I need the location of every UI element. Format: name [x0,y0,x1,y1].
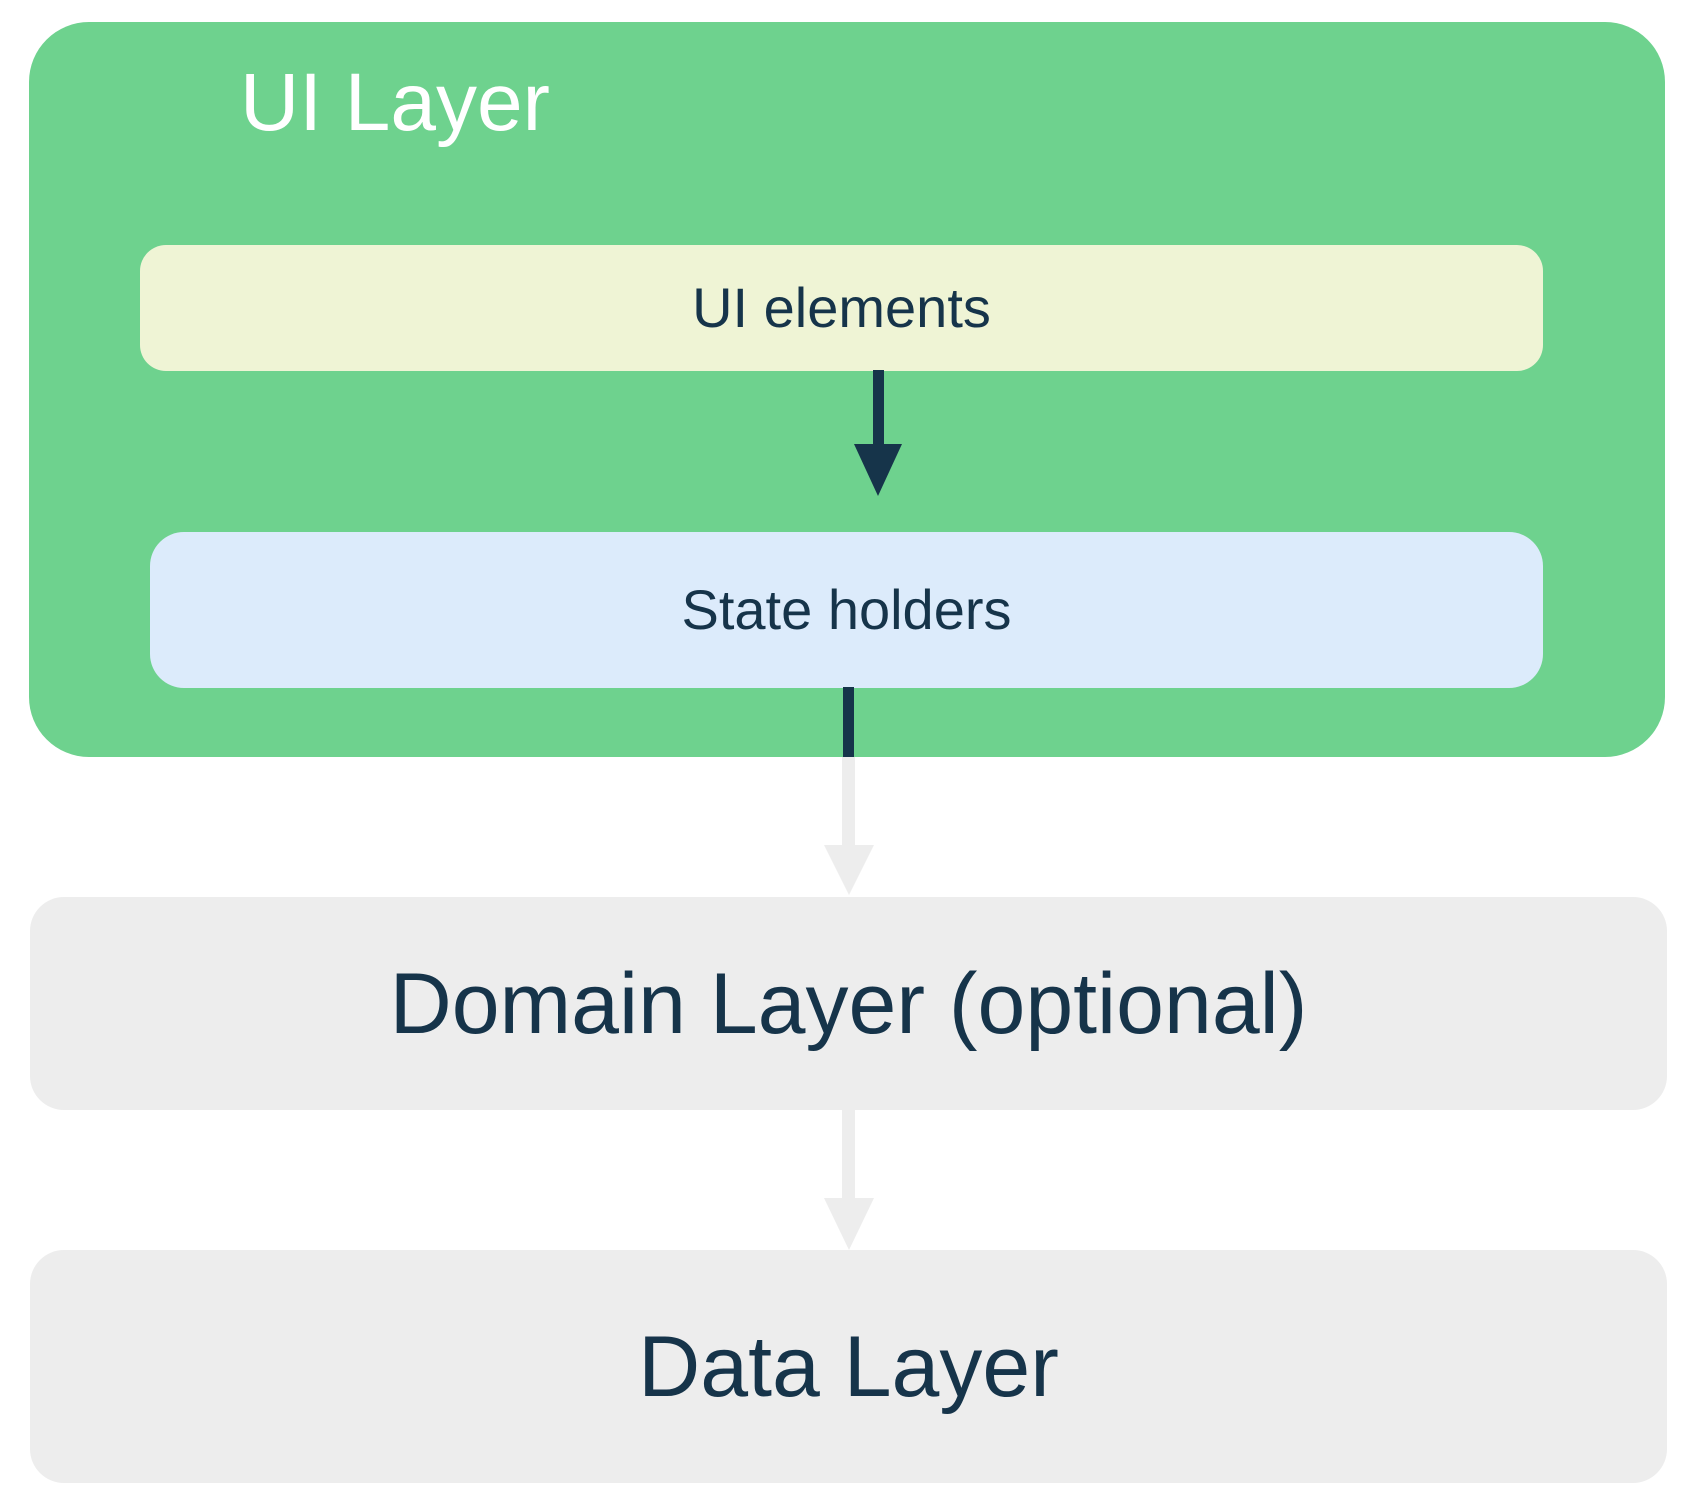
ui-layer-container: UI Layer UI elements State holders [29,22,1665,757]
domain-layer-label: Domain Layer (optional) [389,955,1308,1052]
state-holders-label: State holders [681,578,1012,641]
ui-elements-label: UI elements [692,276,991,339]
arrow-state-holders-to-domain-layer [824,757,874,895]
arrow-ui-elements-to-state-holders [854,370,902,496]
ui-layer-title: UI Layer [240,57,550,148]
arrow-state-holders-to-domain-layer-stem-inner [843,687,854,758]
domain-layer-box: Domain Layer (optional) [30,897,1667,1110]
arrow-domain-layer-to-data-layer [824,1110,874,1250]
ui-elements-box: UI elements [140,245,1543,371]
data-layer-label: Data Layer [638,1318,1059,1415]
data-layer-box: Data Layer [30,1250,1667,1483]
state-holders-box: State holders [150,532,1543,688]
